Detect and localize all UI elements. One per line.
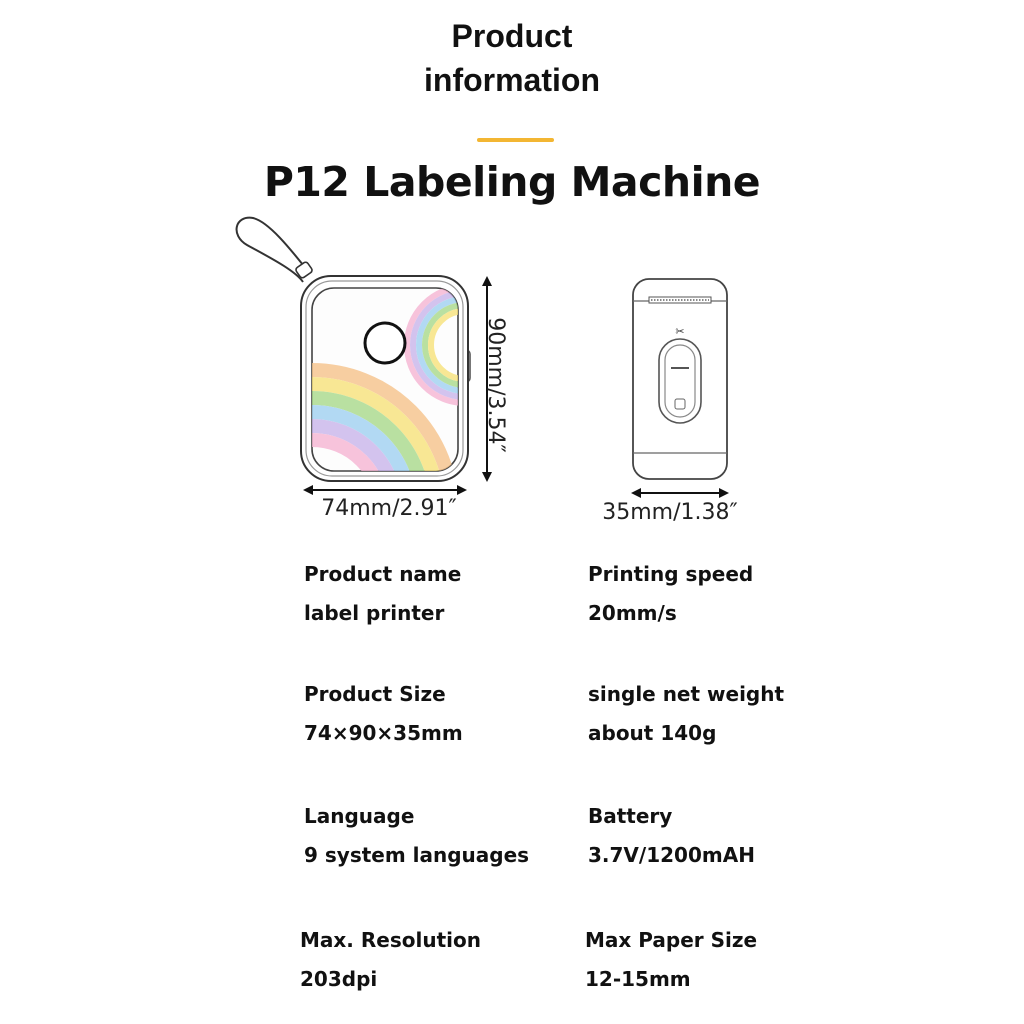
spec-net-weight: single net weight about 140g xyxy=(588,682,784,745)
heading-line-2: information xyxy=(424,62,600,98)
spec-value: 3.7V/1200mAH xyxy=(588,843,755,867)
spec-value: 74×90×35mm xyxy=(304,721,463,745)
depth-dimension-label: 35mm/1.38″ xyxy=(602,500,738,525)
spec-value: 203dpi xyxy=(300,967,378,991)
spec-product-size: Product Size 74×90×35mm xyxy=(304,682,463,745)
side-view-device: ✂ xyxy=(631,278,729,498)
product-title: P12 Labeling Machine xyxy=(263,158,761,206)
spec-label: Product name xyxy=(304,562,462,586)
spec-value: label printer xyxy=(304,601,445,625)
spec-max-paper-size: Max Paper Size 12-15mm xyxy=(585,928,757,991)
scissors-icon: ✂ xyxy=(675,325,684,338)
spec-max-resolution: Max. Resolution 203dpi xyxy=(300,928,481,991)
spec-label: Language xyxy=(304,804,415,828)
spec-value: 9 system languages xyxy=(304,843,530,867)
spec-printing-speed: Printing speed 20mm/s xyxy=(588,562,753,625)
front-view-device xyxy=(235,216,492,495)
spec-label: Product Size xyxy=(304,682,446,706)
heading-line-1: Product xyxy=(451,18,573,54)
strap-icon xyxy=(235,216,308,283)
spec-label: Max Paper Size xyxy=(585,928,758,952)
spec-label: Printing speed xyxy=(588,562,754,586)
spec-value: 12-15mm xyxy=(585,967,691,991)
spec-language: Language 9 system languages xyxy=(304,804,529,867)
width-dimension-label: 74mm/2.91″ xyxy=(321,496,457,521)
spec-value: 20mm/s xyxy=(588,601,677,625)
spec-battery: Battery 3.7V/1200mAH xyxy=(588,804,755,867)
spec-value: about 140g xyxy=(588,721,717,745)
spec-product-name: Product name label printer xyxy=(304,562,461,625)
accent-divider xyxy=(477,138,554,142)
spec-label: Max. Resolution xyxy=(300,928,481,952)
spec-label: Battery xyxy=(588,804,673,828)
spec-label: single net weight xyxy=(588,682,785,706)
power-button-icon xyxy=(363,321,407,365)
height-dimension-label: 90mm/3.54″ xyxy=(483,317,508,453)
